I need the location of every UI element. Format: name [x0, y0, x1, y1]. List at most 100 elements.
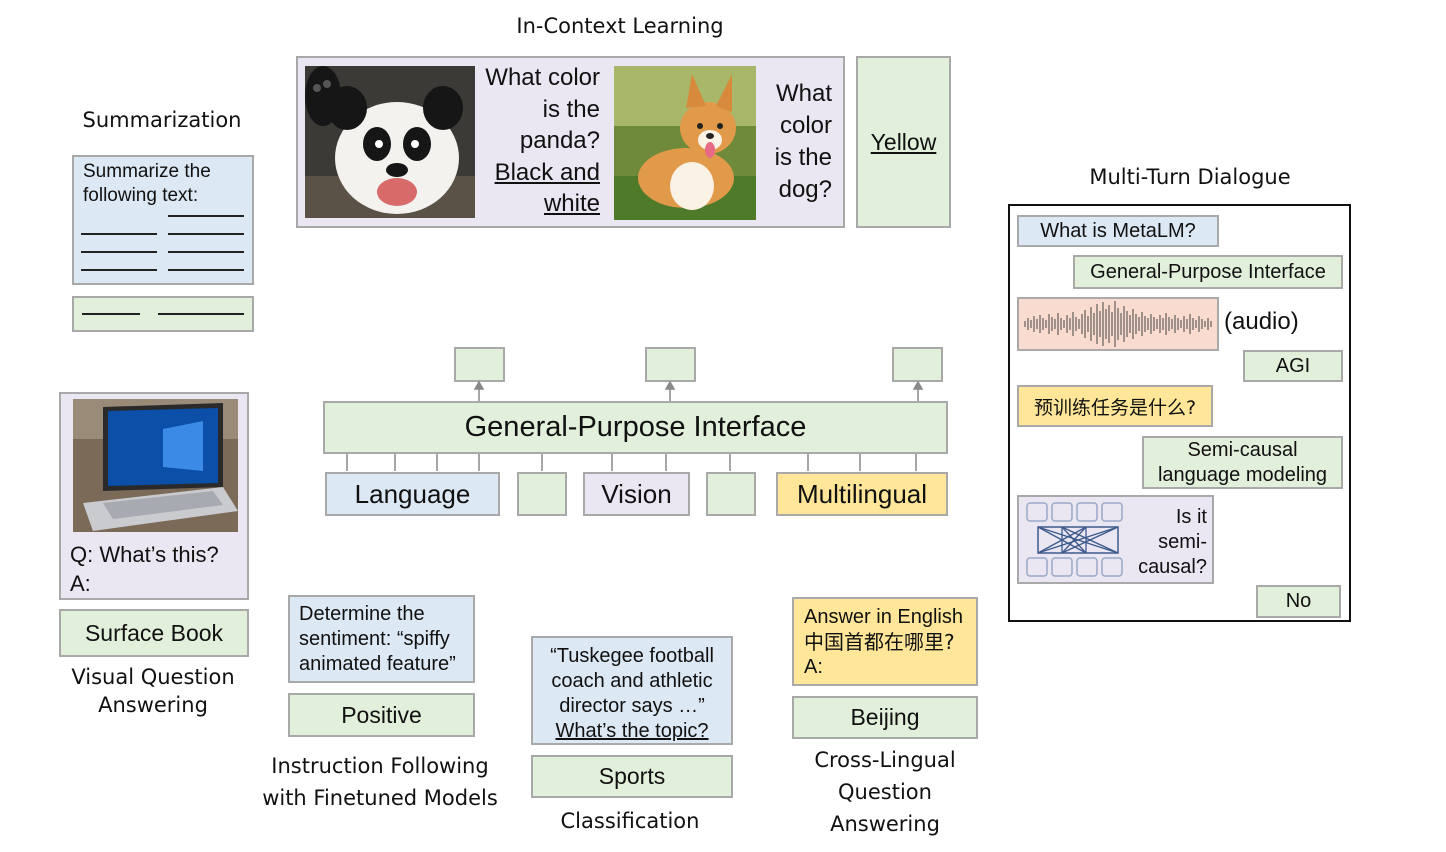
- audio-box: [1017, 297, 1219, 351]
- multilingual-encoder-box: Multilingual: [776, 472, 948, 516]
- panda-question-line: panda?: [519, 127, 600, 154]
- crosslingual-prompt-line: A:: [804, 656, 823, 678]
- summarization-output-box: [72, 296, 254, 332]
- classification-caption: Classification: [560, 809, 700, 833]
- dialogue-a4: No: [1285, 590, 1312, 612]
- text-placeholder-line: [81, 233, 157, 235]
- corgi-photo: [614, 66, 756, 220]
- dialogue-q4-line: semi-: [1158, 531, 1207, 553]
- summarization-prompt-line: following text:: [83, 185, 199, 206]
- dialogue-a4-box: No: [1256, 585, 1341, 618]
- panda-answer-line: white: [543, 190, 600, 217]
- panda-question-line: is the: [542, 95, 600, 123]
- in-context-title: In-Context Learning: [516, 14, 724, 38]
- summarization-title: Summarization: [82, 108, 242, 132]
- input-slot: [517, 472, 567, 516]
- instruction-prompt-line: animated feature”: [299, 653, 456, 675]
- dialogue-q4-line: Is it: [1175, 506, 1207, 528]
- classification-answer: Sports: [598, 763, 666, 789]
- crosslingual-caption-line: Answering: [830, 812, 940, 836]
- instruction-prompt-line: sentiment: “spiffy: [299, 628, 450, 650]
- dialogue-title: Multi-Turn Dialogue: [1089, 165, 1291, 189]
- text-placeholder-line: [81, 251, 157, 253]
- dog-question-line: is the: [774, 144, 832, 171]
- panda-photo: [305, 66, 475, 218]
- dialogue-q3-box: 预训练任务是什么?: [1017, 385, 1213, 427]
- text-placeholder-line: [81, 269, 157, 271]
- crosslingual-caption-line: Question: [838, 780, 932, 804]
- dialogue-a2-box: AGI: [1243, 350, 1343, 382]
- dialogue-a1: General-Purpose Interface: [1090, 260, 1326, 283]
- vqa-caption-line: Visual Question: [71, 665, 235, 689]
- vqa-caption: Visual Question Answering: [40, 663, 266, 719]
- dialogue-q1: What is MetaLM?: [1040, 219, 1196, 242]
- text-placeholder-line: [168, 233, 244, 235]
- dialogue-q3: 预训练任务是什么?: [1033, 396, 1197, 419]
- dog-question-line: color: [779, 112, 832, 139]
- dog-question-line: What: [775, 80, 832, 107]
- crosslingual-caption: Cross-Lingual Question Answering: [770, 744, 1000, 840]
- crosslingual-caption-line: Cross-Lingual: [814, 748, 956, 772]
- dialogue-a3-box: Semi-causal language modeling: [1142, 436, 1343, 489]
- crosslingual-prompt-line: Answer in English: [804, 606, 963, 628]
- instruction-prompt-line: Determine the: [299, 603, 425, 625]
- arrow-up-icon: [664, 380, 676, 390]
- dialogue-a3-line: language modeling: [1157, 463, 1328, 486]
- input-slot: [706, 472, 756, 516]
- summarization-prompt-line: Summarize the: [83, 161, 211, 182]
- text-placeholder-line: [168, 251, 244, 253]
- dialogue-panel: What is MetaLM? General-Purpose Interfac…: [1008, 204, 1351, 622]
- output-slot: [645, 347, 696, 382]
- crosslingual-answer: Beijing: [850, 704, 920, 730]
- in-context-answer-box: Yellow: [856, 56, 951, 228]
- vqa-input-box: Q: What’s this? A:: [59, 392, 249, 600]
- vqa-caption-line: Answering: [98, 693, 208, 717]
- dialogue-a1-box: General-Purpose Interface: [1073, 255, 1343, 289]
- summarization-input-box: Summarize the following text:: [72, 155, 254, 285]
- in-context-panel: What color is the panda? Black and white…: [296, 56, 845, 228]
- text-placeholder-line: [158, 313, 244, 315]
- crosslingual-prompt-line: 中国首都在哪里?: [804, 630, 955, 654]
- vqa-question: Q: What’s this?: [70, 542, 219, 567]
- crosslingual-input-box: Answer in English 中国首都在哪里? A:: [792, 597, 978, 686]
- dialogue-q4-line: causal?: [1138, 556, 1207, 578]
- panda-answer-line: Black and: [494, 158, 600, 186]
- classification-prompt-line: coach and athletic: [551, 670, 713, 692]
- in-context-answer: Yellow: [870, 128, 937, 155]
- general-purpose-interface-box: General-Purpose Interface: [323, 401, 948, 454]
- classification-input-box: “Tuskegee football coach and athletic di…: [531, 636, 733, 745]
- classification-question: What’s the topic?: [555, 720, 709, 742]
- dialogue-a3-line: Semi-causal: [1187, 438, 1298, 461]
- text-placeholder-line: [168, 215, 244, 217]
- panda-question: What color is the panda? Black and white: [478, 62, 600, 220]
- dialogue-a2: AGI: [1275, 354, 1311, 377]
- instruction-input-box: Determine the sentiment: “spiffy animate…: [288, 595, 475, 683]
- language-encoder-box: Language: [325, 472, 500, 516]
- audio-waveform-icon: [1024, 301, 1212, 347]
- instruction-caption-line: with Finetuned Models: [262, 786, 498, 810]
- language-label: Language: [354, 478, 471, 509]
- interface-title: General-Purpose Interface: [464, 411, 807, 443]
- dialogue-q1-box: What is MetaLM?: [1017, 215, 1219, 247]
- laptop-photo: [73, 399, 238, 532]
- attention-mask-icon: [1026, 502, 1123, 577]
- instruction-caption: Instruction Following with Finetuned Mod…: [240, 750, 520, 814]
- classification-prompt-line: “Tuskegee football: [550, 645, 714, 667]
- interface-connectors: [346, 347, 943, 471]
- classification-answer-box: Sports: [531, 755, 733, 798]
- dog-question: What color is the dog?: [756, 78, 832, 206]
- instruction-answer: Positive: [341, 701, 422, 728]
- instruction-answer-box: Positive: [288, 693, 475, 737]
- multilingual-label: Multilingual: [796, 478, 928, 509]
- audio-label: (audio): [1224, 308, 1299, 335]
- vision-label: Vision: [601, 478, 672, 509]
- vqa-answer-prefix: A:: [70, 571, 91, 596]
- instruction-caption-line: Instruction Following: [271, 754, 489, 778]
- output-slot: [892, 347, 943, 382]
- text-placeholder-line: [82, 313, 140, 315]
- classification-prompt-line: director says …”: [559, 695, 705, 717]
- dialogue-q4-box: Is it semi- causal?: [1017, 495, 1214, 584]
- text-placeholder-line: [168, 269, 244, 271]
- panda-question-line: What color: [485, 64, 600, 91]
- crosslingual-answer-box: Beijing: [792, 696, 978, 739]
